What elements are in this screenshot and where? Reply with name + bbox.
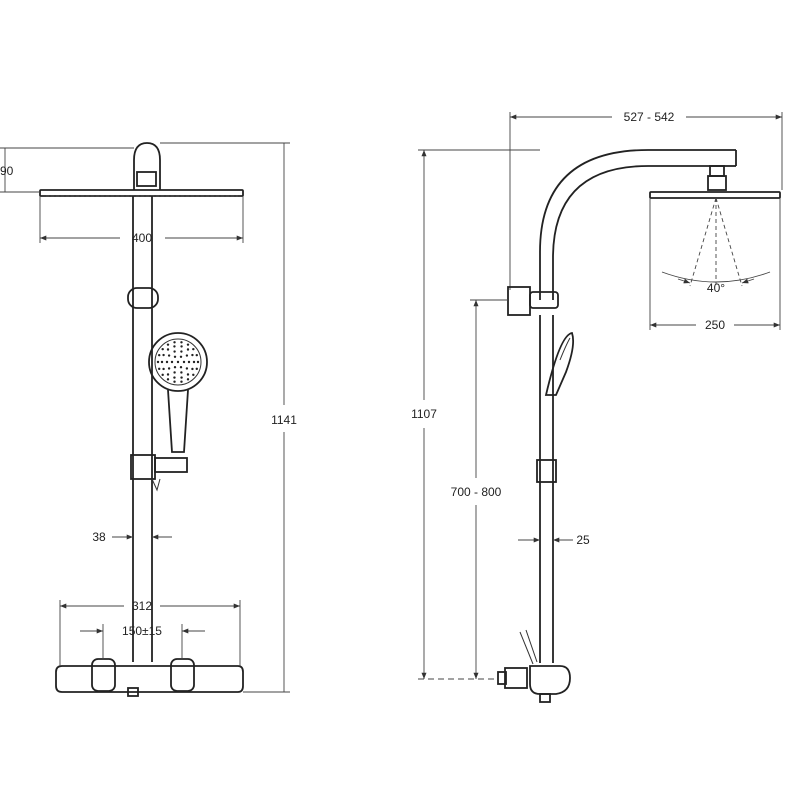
- front-mixer-knob-left: [91, 658, 116, 692]
- nozzle-dot: [180, 345, 183, 348]
- side-arm-outer: [539, 149, 736, 300]
- side-overhead-head: [649, 191, 781, 199]
- nozzle-dot: [165, 360, 169, 364]
- side-dim-40-label: 40°: [707, 281, 725, 295]
- side-spray-right: [715, 197, 743, 287]
- side-mixer-inlet-nut: [497, 671, 507, 685]
- nozzle-dot: [192, 347, 195, 351]
- nozzle-dot: [185, 354, 189, 357]
- nozzle-dot: [160, 360, 164, 364]
- nozzle-dot: [156, 360, 160, 364]
- nozzle-dot: [162, 367, 165, 371]
- nozzle-dot: [182, 360, 186, 364]
- front-holder-arm: [154, 457, 188, 473]
- front-dim-150-label: 150±15: [122, 624, 162, 638]
- nozzle-dot: [166, 378, 170, 381]
- nozzle-dot: [196, 360, 200, 364]
- nozzle-dot: [195, 353, 198, 357]
- front-dim-38-label: 38: [92, 530, 106, 544]
- nozzle-dot: [161, 347, 164, 351]
- nozzle-dot: [173, 341, 176, 344]
- side-lever-line-2: [525, 629, 538, 663]
- side-hand-shower: [544, 331, 575, 396]
- nozzle-dot: [167, 367, 171, 370]
- front-view: 90 400 1141 38 312 150±15: [0, 142, 297, 697]
- side-dim-25-label: 25: [576, 533, 590, 547]
- nozzle-dot: [161, 373, 164, 377]
- side-head-connector-top: [709, 165, 725, 177]
- front-elbow-connector: [136, 171, 157, 187]
- nozzle-dot: [186, 343, 190, 346]
- front-dim-90-label: 90: [0, 164, 14, 178]
- nozzle-dot: [173, 350, 176, 353]
- side-dim-reach-label: 527 - 542: [624, 110, 675, 124]
- nozzle-dot: [166, 373, 170, 376]
- front-overhead-head: [39, 189, 244, 197]
- nozzle-dot: [170, 360, 174, 364]
- nozzle-dot: [180, 380, 183, 383]
- nozzle-dot: [162, 353, 165, 357]
- front-hand-shower-handle: [167, 389, 189, 453]
- nozzle-dot: [179, 355, 183, 358]
- nozzle-dot: [186, 373, 190, 376]
- front-hand-shower-ring: [154, 338, 202, 386]
- nozzle-dot: [180, 341, 183, 344]
- nozzle-dot: [180, 376, 183, 379]
- side-spray-arrow-right: [741, 278, 755, 284]
- side-mixer-outlet: [539, 693, 551, 703]
- front-holder-knob: [151, 478, 161, 492]
- nozzle-dot: [180, 350, 183, 353]
- front-mixer-outlet: [127, 687, 139, 697]
- nozzle-dot: [173, 345, 176, 348]
- front-hand-shower-face: [148, 332, 208, 392]
- nozzle-dot: [166, 343, 170, 346]
- nozzle-dot: [186, 348, 190, 351]
- nozzle-dot: [186, 378, 190, 381]
- nozzle-dot: [176, 360, 180, 364]
- nozzle-dot: [195, 367, 198, 371]
- nozzle-dot: [191, 353, 194, 357]
- nozzle-dot: [192, 373, 195, 377]
- nozzle-dot: [173, 380, 176, 383]
- side-head-connector: [707, 175, 727, 191]
- side-upper-bracket-arm: [529, 291, 559, 309]
- front-top-elbow: [133, 142, 161, 190]
- nozzle-dot: [173, 366, 177, 369]
- nozzle-dot: [185, 367, 189, 370]
- nozzle-dot: [192, 360, 196, 364]
- side-spray-arrow-left: [677, 278, 691, 284]
- front-dim-400-label: 400: [132, 231, 152, 245]
- side-spray-arc: [661, 271, 771, 283]
- nozzle-dot: [166, 348, 170, 351]
- nozzle-dot: [158, 353, 161, 357]
- side-view: 40° 250 527 - 542: [411, 110, 783, 703]
- front-hand-shower-nozzles: [156, 341, 200, 383]
- side-middle-slider: [536, 459, 557, 483]
- front-dim-1141-label: 1141: [271, 413, 297, 427]
- side-mixer-body: [529, 665, 571, 695]
- side-mixer-inlet: [504, 667, 528, 689]
- side-dim-250-label: 250: [705, 318, 725, 332]
- nozzle-dot: [173, 376, 176, 379]
- front-upper-slider: [127, 287, 159, 309]
- side-dim-1107-label: 1107: [411, 407, 437, 421]
- side-upper-bracket-block: [507, 286, 531, 316]
- nozzle-dot: [158, 367, 161, 371]
- nozzle-dot: [191, 367, 194, 371]
- side-spray-left: [689, 197, 717, 287]
- nozzle-dot: [167, 354, 171, 357]
- front-dim-312-label: 312: [132, 599, 152, 613]
- front-mixer-knob-right: [170, 658, 195, 692]
- nozzle-dot: [180, 371, 183, 374]
- side-dim-range-label: 700 - 800: [451, 485, 502, 499]
- nozzle-dot: [173, 371, 176, 374]
- side-lever-line-1: [519, 631, 534, 665]
- nozzle-dot: [187, 360, 191, 364]
- nozzle-dot: [173, 355, 177, 358]
- side-arm-inner: [552, 165, 722, 300]
- side-hand-shower-face: [559, 337, 571, 361]
- front-mixer-bar: [55, 665, 244, 693]
- nozzle-dot: [179, 366, 183, 369]
